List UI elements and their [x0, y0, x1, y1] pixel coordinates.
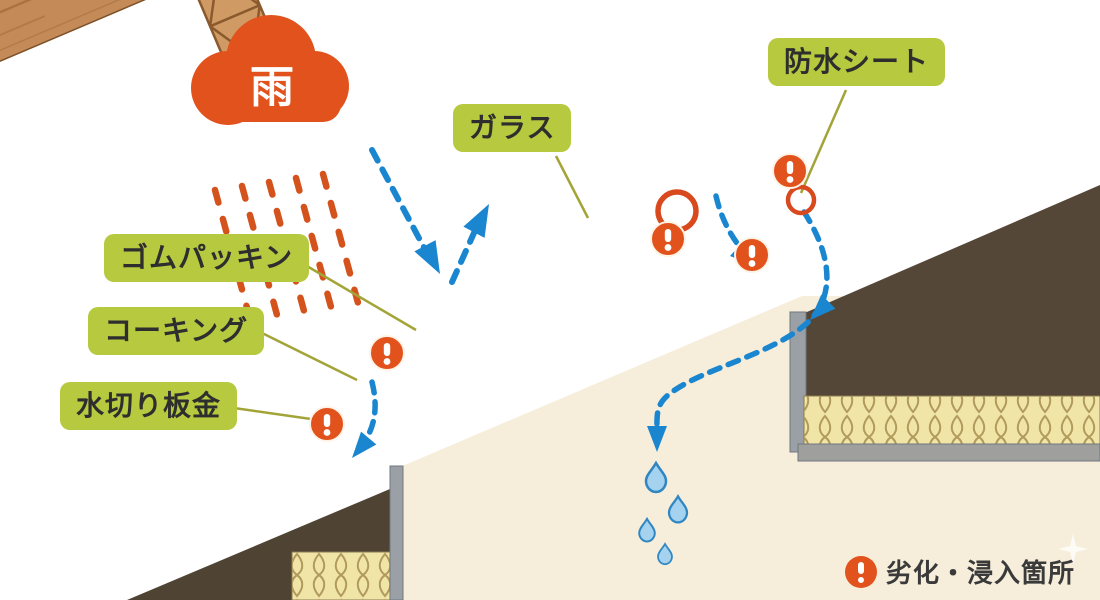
- left-wall-board: [389, 465, 404, 600]
- star-icon: [1058, 534, 1088, 564]
- droplet-icon: [657, 542, 673, 566]
- ceiling-board: [797, 443, 1100, 462]
- exclamation-badge: [734, 237, 770, 273]
- left-wall-cutaway: [127, 465, 404, 600]
- exclamation-badge: [369, 335, 405, 371]
- callout-glass: ガラス: [453, 104, 572, 152]
- callout-flashing: 水切り板金: [60, 382, 238, 430]
- roof-deck-left: [0, 0, 244, 161]
- callout-connectors: [233, 89, 848, 422]
- circle-ring-icon: [785, 184, 817, 216]
- warning-icon: [845, 555, 877, 588]
- legend-text: 劣化・浸入箇所: [886, 558, 1076, 588]
- water-droplets: [638, 460, 689, 566]
- callout-caulking: コーキング: [88, 307, 265, 355]
- droplet-icon: [644, 460, 668, 494]
- highlight-rings: [655, 184, 817, 233]
- cloud-icon: [191, 15, 349, 125]
- rain-bounce-arrows: [369, 147, 489, 285]
- exclamation-badge: [772, 153, 808, 189]
- callout-waterproof-sheet: 防水シート: [768, 38, 946, 86]
- droplet-icon: [638, 516, 656, 543]
- attic-dark-cavity: [800, 185, 1100, 402]
- rain-cloud-group: 雨: [191, 15, 365, 334]
- ceiling-border: [229, 0, 572, 10]
- callout-rubber-packing: ゴムパッキン: [104, 234, 310, 282]
- legend: 劣化・浸入箇所: [845, 553, 1075, 590]
- droplet-icon: [667, 494, 689, 524]
- exclamation-badge: [309, 406, 345, 442]
- leak-path-right: [654, 209, 830, 439]
- attic-cutaway: [789, 185, 1100, 462]
- exclamation-badge: [650, 221, 686, 257]
- rain-label: 雨: [250, 63, 294, 112]
- warning-badges: [309, 153, 808, 442]
